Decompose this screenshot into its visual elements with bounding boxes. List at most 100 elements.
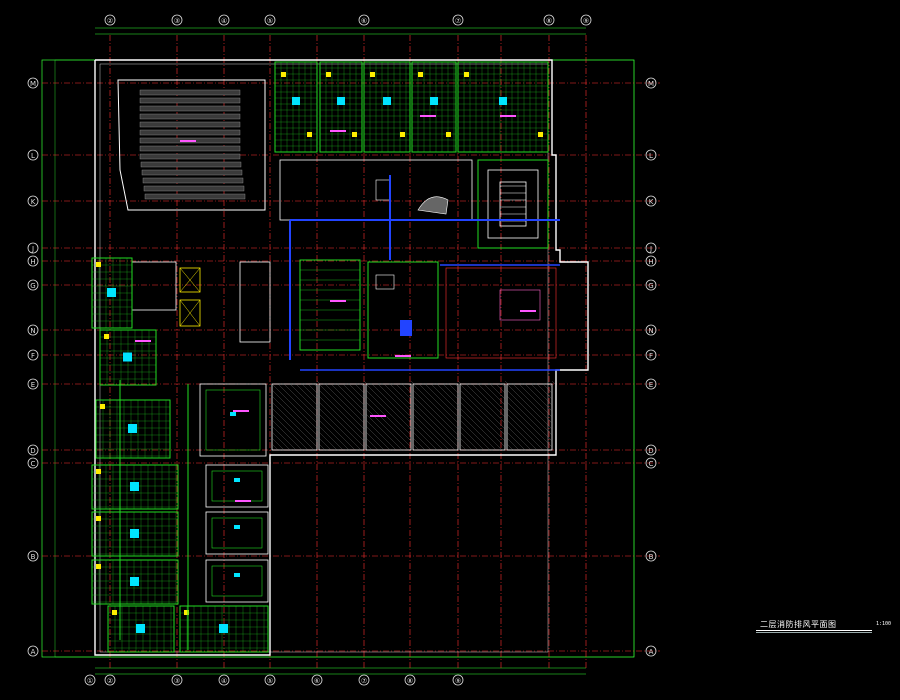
exhaust-fan-unit	[375, 274, 395, 290]
hatch-line	[330, 383, 365, 418]
exhaust-outlet	[234, 478, 240, 482]
hatch-line	[318, 407, 362, 451]
hatch-line	[506, 389, 553, 436]
axis-label-left: C	[31, 460, 36, 468]
hatch-line	[459, 395, 506, 442]
annotation-mark	[135, 340, 151, 342]
axis-label-right: B	[649, 553, 654, 561]
axis-bubble-bottom	[218, 674, 230, 686]
hatch-line	[412, 383, 459, 430]
hatch-line	[506, 419, 538, 451]
title-underline-secondary	[756, 632, 872, 633]
light-fixture	[281, 72, 286, 77]
annotation-mark	[520, 310, 536, 312]
axis-bubble-top	[218, 14, 230, 26]
hatch-line	[383, 383, 412, 412]
auditorium-seat-row	[139, 153, 241, 160]
elevator-cross	[179, 267, 201, 293]
elevator-shaft-1	[131, 261, 177, 311]
hatch-line	[412, 437, 426, 451]
lobby-stair	[375, 179, 391, 201]
hatch-line	[506, 443, 514, 451]
axis-label-bottom: ⑦	[361, 677, 367, 685]
hatch-line	[318, 437, 332, 451]
annotation-mark	[420, 115, 436, 117]
hatch-line	[518, 383, 553, 418]
hatch-line	[301, 383, 318, 400]
hatch-line	[459, 437, 473, 451]
exhaust-outlet	[383, 97, 391, 105]
exhaust-outlet	[130, 577, 139, 586]
hatch-line	[506, 413, 544, 451]
auditorium-seat-row	[139, 113, 241, 120]
axis-label-top: ⑤	[267, 17, 273, 25]
south-room-outline	[199, 383, 267, 457]
axis-label-top: ③	[174, 17, 180, 25]
auditorium-seat-row	[139, 129, 241, 136]
drawing-title: 二层消防排风平面图	[760, 620, 837, 629]
axis-label-left: E	[31, 381, 35, 389]
office-room	[499, 289, 541, 321]
light-fixture	[307, 132, 312, 137]
exhaust-outlet	[230, 412, 236, 416]
hatch-line	[495, 383, 506, 394]
axis-bubble-left	[27, 255, 39, 267]
left-wing-room	[95, 399, 171, 459]
axis-bubble-top	[452, 14, 464, 26]
axis-bubble-right	[645, 255, 657, 267]
stair-core-shaft	[499, 181, 527, 227]
left-wing-room	[179, 605, 269, 653]
axis-bubble-top	[264, 14, 276, 26]
hatch-line	[412, 407, 456, 451]
axis-label-left: D	[30, 447, 35, 455]
light-fixture	[352, 132, 357, 137]
axis-bubble-right	[645, 324, 657, 336]
axis-label-bottom: ⑥	[314, 677, 320, 685]
hatch-line	[506, 395, 553, 442]
axis-bubble-right	[645, 645, 657, 657]
axis-bubble-left	[27, 279, 39, 291]
hatch-line	[459, 425, 485, 451]
fan-room-outline	[367, 261, 439, 359]
hatch-line	[465, 383, 506, 424]
axis-bubble-left	[27, 242, 39, 254]
annotation-mark	[233, 410, 249, 412]
axis-label-left: J	[31, 245, 34, 253]
lobby-feature	[417, 196, 449, 215]
light-fixture	[538, 132, 543, 137]
axis-label-left: M	[30, 80, 36, 88]
hatch-line	[365, 383, 412, 430]
exhaust-outlet	[499, 97, 507, 105]
hatch-line	[407, 383, 412, 388]
hatch-line	[530, 383, 553, 406]
light-fixture	[400, 132, 405, 137]
axis-label-top: ⑧	[546, 17, 552, 25]
south-room-outline	[205, 464, 269, 508]
hatch-line	[457, 380, 462, 385]
exhaust-outlet	[128, 424, 137, 433]
light-fixture	[184, 610, 189, 615]
hatch-line	[412, 443, 420, 451]
hatch-line	[471, 383, 506, 418]
auditorium-seat-row	[142, 177, 244, 184]
annotation-mark	[330, 300, 346, 302]
axis-bubble-left	[27, 457, 39, 469]
axis-label-bottom: ①	[87, 677, 93, 685]
hatch-line	[271, 437, 285, 451]
hatch-line	[324, 383, 365, 424]
hatch-line	[395, 383, 412, 400]
axis-label-right: F	[649, 352, 653, 360]
hatch-line	[318, 383, 365, 430]
hatch-line	[354, 383, 365, 394]
exhaust-outlet	[234, 573, 240, 577]
hatch-line	[412, 413, 450, 451]
auditorium-seat-row	[140, 161, 242, 168]
hatch-line	[501, 383, 506, 388]
axis-bubble-bottom	[104, 674, 116, 686]
hatch-line	[365, 401, 412, 448]
axis-bubble-left	[27, 77, 39, 89]
hatch-line	[412, 401, 459, 448]
hatch-line	[512, 383, 553, 424]
elevator-shaft-3	[179, 299, 201, 327]
axis-label-top: ④	[221, 17, 227, 25]
